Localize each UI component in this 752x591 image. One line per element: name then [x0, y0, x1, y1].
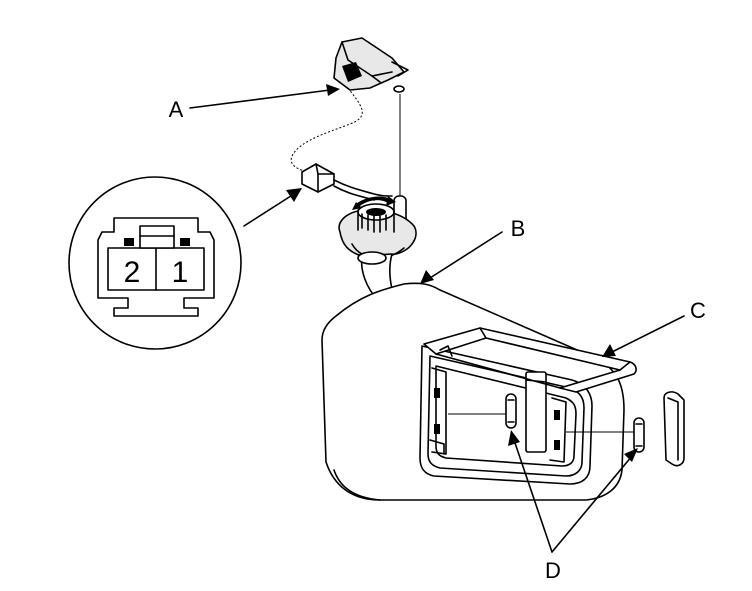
callout-label-d: D — [545, 558, 561, 583]
connector-pin-1-label: 1 — [172, 256, 189, 289]
visor-rod — [393, 94, 407, 225]
wire-harness — [290, 87, 363, 173]
pivot-mount — [338, 196, 417, 259]
visor-bracket — [333, 37, 409, 93]
bulb-left — [448, 393, 517, 429]
mirror-cover — [423, 327, 637, 393]
callout-leader-b — [420, 231, 503, 284]
callout-label-c: C — [690, 298, 706, 323]
connector-detail-callout: 2 1 — [68, 176, 302, 350]
callout-leader-c — [602, 315, 685, 357]
callout-label-b: B — [511, 216, 526, 241]
callout-leader-a — [189, 84, 340, 109]
bulb-right — [566, 417, 645, 453]
harness-connector — [301, 163, 393, 201]
lamp-lens — [663, 391, 685, 467]
connector-pin-2-label: 2 — [124, 256, 141, 289]
callout-label-a: A — [169, 97, 184, 122]
callout-leader-d — [508, 430, 638, 553]
